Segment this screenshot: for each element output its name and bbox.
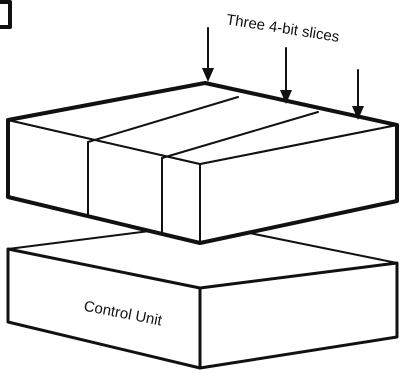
slices-block	[6, 81, 399, 245]
corner-mark	[0, 0, 12, 29]
slice-arrows	[202, 27, 364, 120]
slice-divider-top-1	[87, 96, 239, 143]
annotation-label: Three 4-bit slices	[225, 11, 340, 46]
control-unit-side-face	[198, 261, 399, 370]
control-unit-block: Control Unit	[6, 223, 399, 370]
arrow-2-head	[280, 90, 292, 104]
slices-outline	[6, 81, 399, 245]
slice-divider-top-2	[161, 111, 319, 159]
arrow-1-head	[202, 68, 214, 82]
arrow-3-head	[352, 106, 364, 120]
